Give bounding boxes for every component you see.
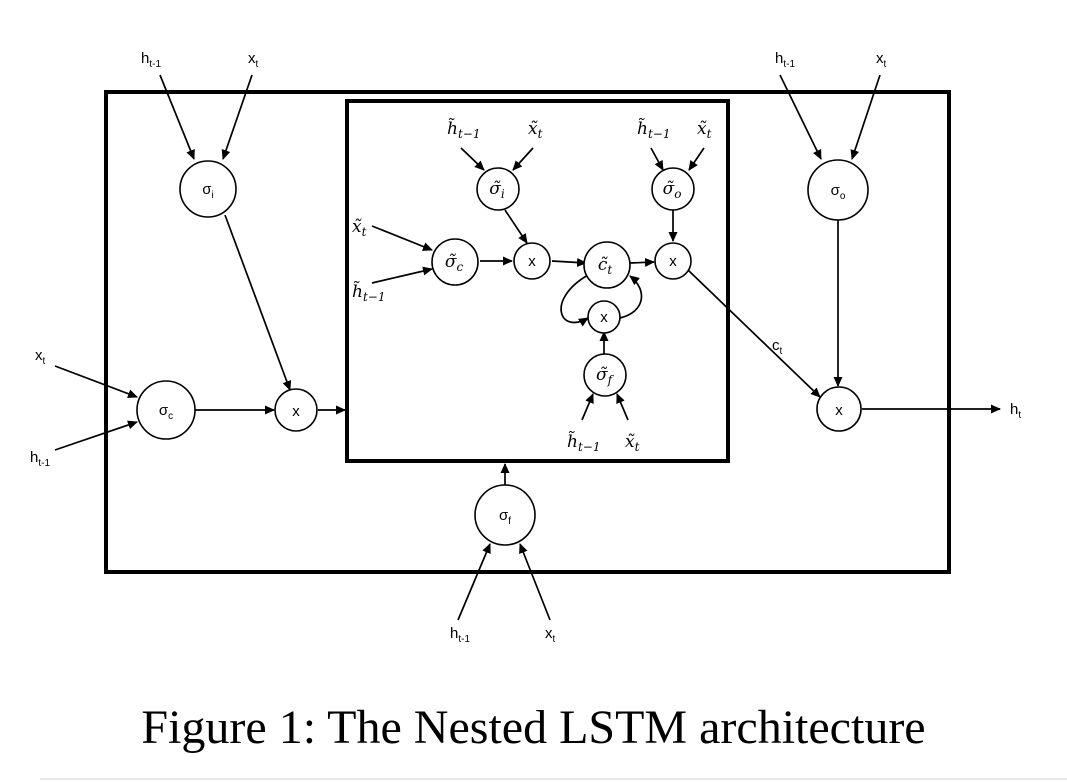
node-label: x (528, 253, 536, 270)
edge-inner-hprev-to-sigma-i (460, 147, 485, 171)
edge-cell-recurrent-loop (560, 274, 589, 327)
label-h-prev-left: ht-1 (30, 449, 50, 469)
figure-caption: Figure 1: The Nested LSTM architecture (141, 701, 926, 754)
svg-text:σo: σo (831, 182, 846, 202)
node-sub-label: i (501, 187, 505, 201)
label-h-prev-top-left: ht-1 (141, 50, 161, 70)
outer-input-gate: σi (179, 160, 237, 218)
node-sub-label: i (212, 190, 214, 201)
edge-inner-sigma-i-to-mult (504, 209, 528, 244)
svg-text:σ̃f: σ̃f (596, 365, 615, 387)
edges (54, 74, 1001, 621)
inner-input-gate: σ̃i (476, 167, 520, 211)
label-h-prev-bottom: ht-1 (450, 625, 470, 645)
label-inner-x-t-i: x̃t (528, 119, 543, 141)
node-sub-label: c (168, 411, 173, 422)
edge-forget-mult-to-cell (619, 275, 643, 319)
label-inner-h-prev-o: h̃t−1 (637, 118, 670, 141)
svg-text:σc: σc (159, 402, 173, 422)
edge-hprev-to-sigma-f (457, 543, 491, 621)
label-inner-x-t-c: x̃t (352, 217, 367, 239)
node-base-label: σ̃ (445, 252, 457, 272)
nodes: σi σo σc σf x x σ̃i σ̃o (136, 159, 869, 546)
edge-inner-hprev-to-sigma-o (650, 147, 664, 171)
node-sub-label: o (840, 191, 846, 202)
labels: ht-1 xt ht-1 xt xt ht-1 ht-1 xt ct ht h̃… (30, 50, 1021, 645)
page-bottom-rule (40, 778, 1067, 780)
node-base-label: σ̃ (663, 179, 675, 199)
svg-text:σ̃i: σ̃i (489, 179, 505, 201)
outer-output-multiply: x (816, 386, 862, 432)
node-label: x (600, 309, 608, 326)
node-label: x (669, 253, 677, 270)
inner-candidate-gate: σ̃c (431, 238, 479, 286)
nested-lstm-diagram: σi σo σc σf x x σ̃i σ̃o (30, 50, 1021, 645)
svg-text:σi: σi (202, 181, 214, 201)
outer-output-gate: σo (807, 159, 869, 221)
label-h-t-output: ht (1010, 401, 1021, 421)
inner-input-multiply: x (513, 242, 551, 280)
node-sub-label: f (607, 373, 615, 387)
edge-cell-to-output-mult (629, 257, 655, 267)
node-base-label: c̃ (598, 255, 608, 275)
edge-xt-to-sigma-i (221, 74, 253, 160)
edge-inner-hprev-to-sigma-c (371, 266, 433, 284)
outer-lstm-box (104, 90, 951, 574)
node-label: x (292, 403, 300, 420)
edge-inner-xt-to-sigma-c (371, 225, 433, 251)
edge-hprev-to-sigma-c (54, 420, 138, 451)
node-base-label: σ (831, 182, 841, 199)
label-x-t-left: xt (35, 347, 46, 367)
edge-xt-to-sigma-o (850, 74, 881, 160)
inner-lstm-box (345, 99, 730, 463)
node-base-label: σ̃ (596, 365, 608, 385)
edge-inner-xt-to-sigma-f (616, 393, 629, 421)
edge-inner-hprev-to-sigma-f (581, 393, 594, 421)
node-base-label: σ (499, 507, 509, 524)
node-base-label: σ (202, 181, 212, 198)
node-base-label: σ (159, 402, 169, 419)
inner-output-gate: σ̃o (651, 167, 695, 211)
node-sub-label: c (456, 260, 463, 274)
svg-text:c̃t: c̃t (598, 255, 613, 277)
edge-hprev-to-sigma-i (159, 74, 195, 160)
node-base-label: σ̃ (489, 179, 501, 199)
edge-inner-mult-to-cell (551, 257, 587, 267)
label-x-t-top-left: xt (248, 50, 259, 70)
edge-xt-to-sigma-c (54, 365, 138, 399)
inner-forget-multiply: x (587, 300, 621, 334)
label-inner-h-prev-c: h̃t−1 (352, 281, 385, 304)
label-inner-h-prev-f: h̃t−1 (567, 431, 600, 454)
edge-hprev-to-sigma-o (779, 74, 822, 160)
outer-forget-gate: σf (474, 484, 536, 546)
label-inner-x-t-o: x̃t (697, 119, 712, 141)
node-sub-label: o (674, 187, 681, 201)
svg-text:σf: σf (499, 507, 511, 527)
label-h-prev-top-right: ht-1 (775, 50, 795, 70)
label-c-t: ct (772, 337, 783, 357)
svg-text:σ̃o: σ̃o (663, 179, 682, 201)
svg-text:σ̃c: σ̃c (445, 252, 464, 274)
node-sub-label: t (607, 263, 612, 277)
edge-inner-xt-to-sigma-o (688, 147, 705, 171)
node-label: x (835, 402, 843, 419)
outer-input-multiply: x (274, 388, 318, 432)
label-inner-x-t-f: x̃t (625, 432, 640, 454)
inner-cell-state: c̃t (583, 241, 631, 289)
label-x-t-bottom: xt (545, 625, 556, 645)
edge-inner-xt-to-sigma-i (512, 147, 534, 171)
edge-inner-to-outer-output-mult (687, 269, 821, 398)
node-sub-label: f (508, 516, 511, 527)
inner-output-multiply: x (654, 242, 692, 280)
label-x-t-top-right: xt (876, 50, 887, 70)
inner-forget-gate: σ̃f (583, 353, 627, 397)
label-inner-h-prev-i: h̃t−1 (447, 118, 480, 141)
outer-candidate-gate: σc (136, 380, 196, 440)
edge-xt-to-sigma-f (519, 543, 551, 621)
edge-sigma-i-to-mult (224, 214, 292, 391)
